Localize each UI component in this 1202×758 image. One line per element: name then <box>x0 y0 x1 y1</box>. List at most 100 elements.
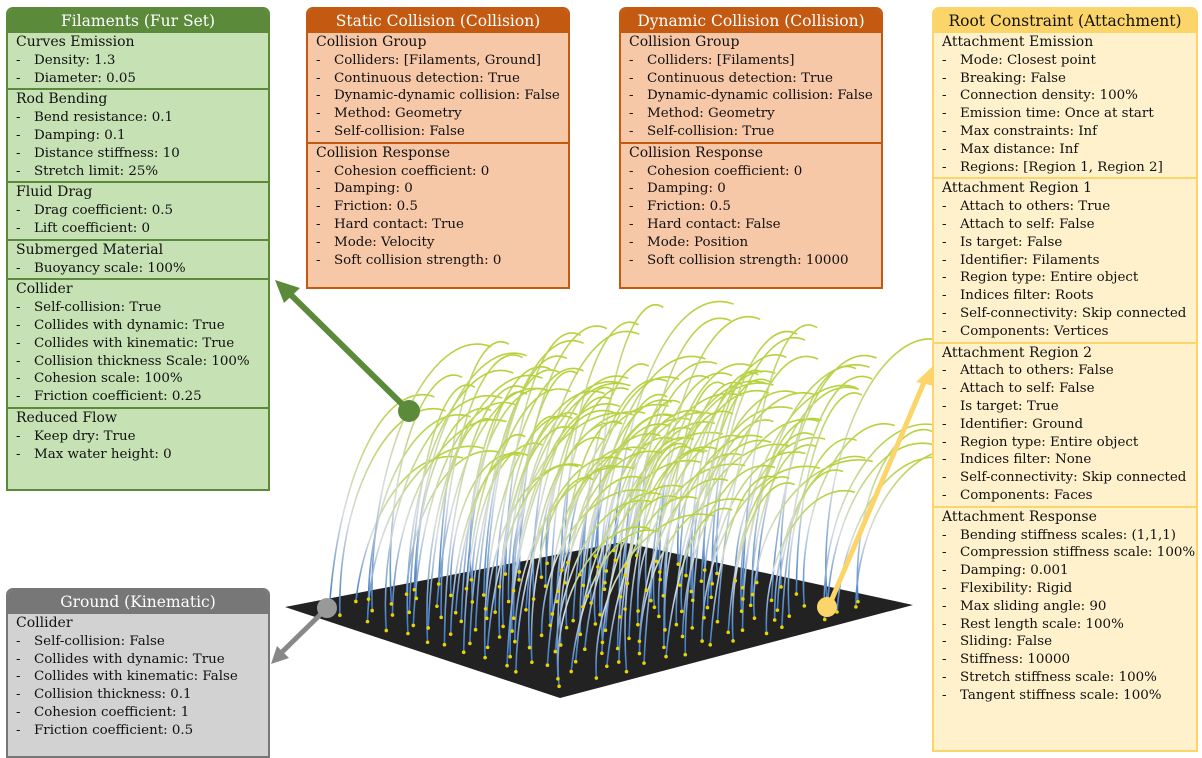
root-dot <box>593 554 598 558</box>
property-text: Self-collision: True <box>34 300 162 316</box>
root-dot <box>702 568 707 572</box>
bullet-dash: - <box>942 199 947 215</box>
root-dot <box>545 561 549 566</box>
fur-strand <box>709 475 777 645</box>
root-dot <box>625 581 630 586</box>
bullet-dash: - <box>316 70 321 86</box>
property-text: Self-connectivity: Skip connected <box>960 470 1187 486</box>
property-text: Mode: Position <box>647 234 749 250</box>
root-dot <box>483 607 488 611</box>
property-item: -Continuous detection: True <box>629 70 875 88</box>
fur-strand <box>579 423 670 635</box>
static-collision-sections: Collision Group-Colliders: [Filaments, G… <box>308 33 568 270</box>
bullet-dash: - <box>942 616 947 632</box>
root-dot <box>624 669 629 674</box>
bullet-dash: - <box>942 669 947 685</box>
bullet-dash: - <box>629 181 634 197</box>
bullet-dash: - <box>316 52 321 68</box>
bullet-dash: - <box>942 381 947 397</box>
fur-strand <box>530 476 594 663</box>
fur-strand <box>550 386 614 615</box>
property-item: -Attach to others: True <box>942 198 1190 216</box>
fur-strand <box>795 392 863 595</box>
bullet-dash: - <box>942 452 947 468</box>
root-dot <box>508 654 513 659</box>
root-dot <box>637 651 642 656</box>
root-dot <box>678 583 682 587</box>
fur-strand <box>751 364 870 595</box>
property-text: Distance stiffness: 10 <box>34 145 180 161</box>
property-item: -Hard contact: True <box>316 216 562 234</box>
property-item: -Is target: False <box>942 234 1190 252</box>
fur-strand <box>506 410 616 666</box>
property-item: -Attach to self: False <box>942 380 1190 398</box>
property-item: -Components: Faces <box>942 487 1190 505</box>
property-text: Cohesion coefficient: 0 <box>334 163 490 179</box>
property-text: Self-connectivity: Skip connected <box>960 305 1187 321</box>
fur-strand <box>662 390 770 596</box>
root-dot <box>425 640 430 645</box>
fur-strand <box>494 367 584 613</box>
property-text: Cohesion coefficient: 0 <box>647 163 803 179</box>
fur-strand <box>366 445 484 622</box>
fur-strand <box>510 382 631 632</box>
fur-strand <box>355 455 464 602</box>
bullet-dash: - <box>16 163 21 179</box>
root-dot <box>511 588 516 593</box>
bullet-dash: - <box>942 598 947 614</box>
root-constraint-arrow-head <box>916 366 934 386</box>
root-dot <box>705 605 710 610</box>
fur-strand <box>443 385 526 645</box>
fur-strand <box>652 434 744 608</box>
fur-strand <box>601 495 678 654</box>
property-text: Cohesion coefficient: 1 <box>34 704 190 720</box>
property-text: Drag coefficient: 0.5 <box>34 203 174 219</box>
root-dot <box>679 609 684 614</box>
fur-strand <box>684 390 799 655</box>
property-text: Hard contact: False <box>647 216 781 232</box>
panel-section: Collision Response-Cohesion coefficient:… <box>308 141 568 271</box>
bullet-dash: - <box>16 704 21 720</box>
fur-strand <box>636 372 733 625</box>
property-text: Attach to self: False <box>960 216 1095 232</box>
root-dot <box>505 663 509 668</box>
section-title: Attachment Region 2 <box>942 344 1093 361</box>
root-dot <box>750 592 755 597</box>
root-dot <box>550 612 555 616</box>
property-text: Flexibility: Rigid <box>960 580 1073 596</box>
property-text: Max constraints: Inf <box>960 123 1098 139</box>
property-item: -Damping: 0 <box>316 180 562 198</box>
property-item: -Sliding: False <box>942 633 1190 651</box>
fur-strand <box>554 499 654 652</box>
bullet-dash: - <box>16 722 21 738</box>
property-item: -Continuous detection: True <box>316 70 562 88</box>
fur-strand <box>628 449 705 639</box>
property-text: Lift coefficient: 0 <box>34 220 151 236</box>
fur-strand <box>501 390 605 627</box>
property-item: -Soft collision strength: 10000 <box>629 252 875 270</box>
root-dot <box>539 633 544 638</box>
root-dot <box>780 625 784 630</box>
section-title: Fluid Drag <box>16 184 93 201</box>
bullet-dash: - <box>16 428 21 444</box>
property-text: Region type: Entire object <box>960 434 1139 450</box>
fur-strand <box>658 380 766 580</box>
property-item: -Diameter: 0.05 <box>16 70 262 88</box>
property-text: Max water height: 0 <box>34 446 172 462</box>
root-dot <box>553 649 558 654</box>
fur-strand <box>613 301 734 551</box>
bullet-dash: - <box>16 389 21 405</box>
fur-strand <box>528 437 605 648</box>
root-dot <box>481 593 486 597</box>
property-text: Components: Vertices <box>960 323 1109 339</box>
fur-strand <box>715 337 806 574</box>
dynamic-collision-panel-title: Dynamic Collision (Collision) <box>621 9 881 33</box>
bullet-dash: - <box>316 252 321 268</box>
property-item: -Cohesion coefficient: 0 <box>316 163 562 181</box>
bullet-dash: - <box>16 110 21 126</box>
fur-strand <box>740 384 857 612</box>
property-item: -Stretch stiffness scale: 100% <box>942 669 1190 687</box>
fur-strand <box>700 369 763 582</box>
root-dot <box>556 589 560 593</box>
fur-strand <box>557 526 650 687</box>
